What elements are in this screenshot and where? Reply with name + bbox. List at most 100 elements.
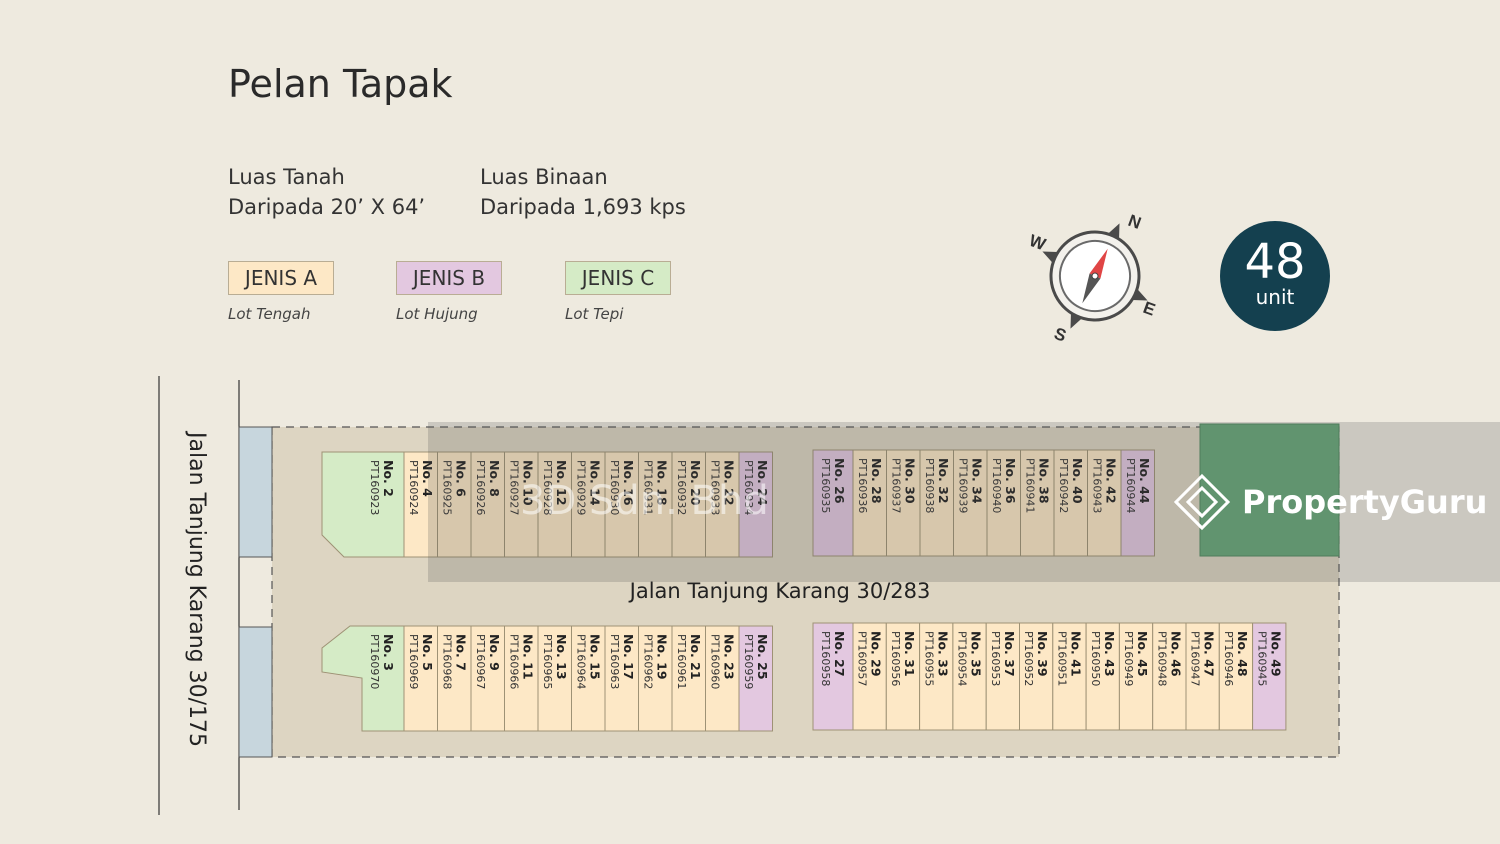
lot-plot xyxy=(738,625,773,732)
lot-number: No. 32 xyxy=(936,458,951,504)
lot-plot xyxy=(1053,449,1088,557)
lot-plot xyxy=(852,449,887,557)
side-road-label: Jalan Tanjung Karang 30/175 xyxy=(184,432,209,748)
lot-pt-number: PT160967 xyxy=(474,634,487,689)
lot-pt-number: PT160933 xyxy=(708,460,721,515)
lot-plot xyxy=(919,622,954,731)
lot-number: No. 6 xyxy=(453,460,468,497)
lot-number: No. 35 xyxy=(969,631,984,677)
lot-pt-number: PT160936 xyxy=(856,458,869,513)
lot-pt-number: PT160929 xyxy=(574,460,587,515)
lot-pt-number: PT160923 xyxy=(368,460,381,515)
compass-icon: N E S W xyxy=(1027,211,1158,345)
lot-pt-number: PT160927 xyxy=(507,460,520,515)
legend-type-c-sub: Lot Tepi xyxy=(565,305,624,323)
lot-plot xyxy=(671,451,706,558)
lot-plot xyxy=(403,625,438,732)
lot-pt-number: PT160969 xyxy=(407,634,420,689)
lot-pt-number: PT160941 xyxy=(1023,458,1036,513)
lot-plot xyxy=(886,449,921,557)
lot-number: No. 22 xyxy=(721,460,736,506)
lot-plot xyxy=(638,625,673,732)
drain-top xyxy=(238,426,273,558)
legend-type-b-sub: Lot Hujung xyxy=(396,305,478,323)
lot-number: No. 49 xyxy=(1268,631,1283,677)
agency-watermark: 3D Sdn. Bhd xyxy=(520,478,769,524)
lot-number: No. 33 xyxy=(935,631,950,677)
built-area-value: Daripada 1,693 kps xyxy=(480,195,686,219)
lot-plot xyxy=(985,622,1021,731)
lot-pt-number: PT160951 xyxy=(1055,631,1068,686)
lot-pt-number: PT160952 xyxy=(1022,631,1035,686)
lot-number: No. 3 xyxy=(381,634,396,671)
lot-pt-number: PT160946 xyxy=(1222,631,1235,686)
lot-number: No. 39 xyxy=(1035,631,1050,677)
lot-plot xyxy=(537,625,572,732)
lot-pt-number: PT160954 xyxy=(956,631,969,686)
lot-plot xyxy=(504,451,539,558)
lot-plot xyxy=(953,449,988,557)
lot-number: No. 48 xyxy=(1235,631,1250,677)
lot-number: No. 8 xyxy=(487,460,502,497)
lot-pt-number: PT160965 xyxy=(541,634,554,689)
lot-number: No. 23 xyxy=(721,634,736,680)
lot-pt-number: PT160964 xyxy=(574,634,587,689)
lot-number: No. 25 xyxy=(755,634,770,680)
lot-number: No. 40 xyxy=(1070,458,1085,504)
propertyguru-brand: PropertyGuru xyxy=(1242,483,1488,521)
lot-plot xyxy=(638,451,673,558)
lot-number: No. 10 xyxy=(520,460,535,506)
lot-pt-number: PT160942 xyxy=(1057,458,1070,513)
lot-plot xyxy=(738,451,773,558)
lot-pt-number: PT160957 xyxy=(856,631,869,686)
lot-pt-number: PT160961 xyxy=(675,634,688,689)
lot-number: No. 11 xyxy=(520,634,535,680)
lot-number: No. 46 xyxy=(1168,631,1183,677)
compass-n: N xyxy=(1126,211,1144,233)
lot-plot xyxy=(604,451,639,558)
lot-number: No. 14 xyxy=(587,460,602,506)
lot-pt-number: PT160939 xyxy=(956,458,969,513)
lot-number: No. 13 xyxy=(554,634,569,680)
lot-number: No. 7 xyxy=(453,634,468,671)
lot-pt-number: PT160948 xyxy=(1155,631,1168,686)
lot-pt-number: PT160953 xyxy=(989,631,1002,686)
lot-number: No. 34 xyxy=(969,458,984,504)
legend-type-c: JENIS C xyxy=(565,261,671,295)
built-area-info: Luas Binaan Daripada 1,693 kps xyxy=(480,162,686,222)
lot-pt-number: PT160937 xyxy=(889,458,902,513)
lot-pt-number: PT160934 xyxy=(742,460,755,515)
lot-number: No. 29 xyxy=(869,631,884,677)
lot-pt-number: PT160940 xyxy=(990,458,1003,513)
lot-pt-number: PT160966 xyxy=(507,634,520,689)
lot-pt-number: PT160944 xyxy=(1124,458,1137,513)
lot-plot xyxy=(470,451,505,558)
lot-number: No. 43 xyxy=(1102,631,1117,677)
lot-pt-number: PT160945 xyxy=(1255,631,1268,686)
lot-number: No. 17 xyxy=(621,634,636,680)
lot-pt-number: PT160949 xyxy=(1122,631,1135,686)
